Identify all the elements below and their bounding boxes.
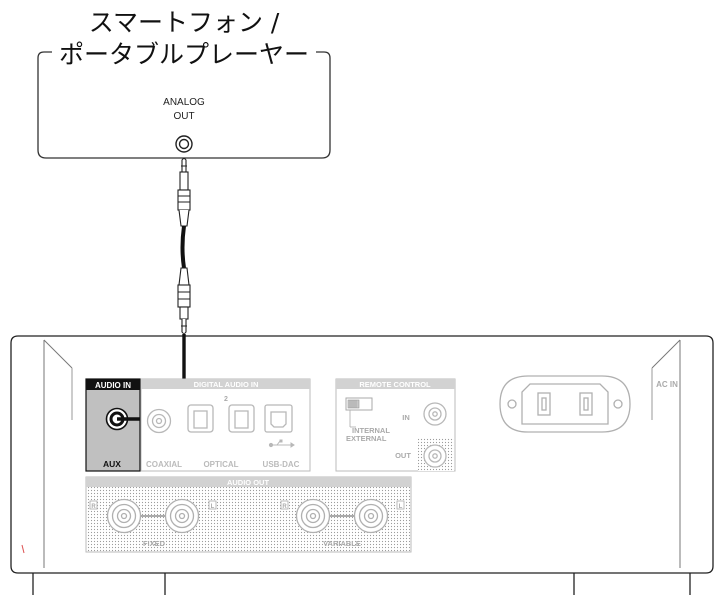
coaxial-jack-icon[interactable] — [146, 408, 172, 434]
coaxial-label: COAXIAL — [146, 460, 182, 469]
audio-out-label: AUDIO OUT — [227, 478, 270, 487]
cable — [180, 225, 186, 269]
device-title-line1: スマートフォン / — [89, 8, 280, 37]
remote-header — [336, 379, 455, 389]
variable-l-jack-icon[interactable] — [353, 498, 389, 534]
remote-out-jack-icon[interactable] — [423, 444, 447, 468]
analog-out-jack-icon[interactable] — [175, 135, 193, 153]
analog-out-label-line1: ANALOG — [163, 97, 205, 108]
analog-out-label-line2: OUT — [173, 111, 194, 122]
device-title-line2: ポータブルプレーヤー — [59, 40, 309, 69]
audio-out-header — [86, 477, 411, 487]
usb-dac-port-icon[interactable] — [264, 404, 293, 433]
remote-in-label: IN — [402, 413, 410, 422]
variable-outputs: R L VARIABLE — [280, 500, 405, 548]
optical-label: OPTICAL — [203, 460, 238, 469]
internal-external-switch[interactable] — [345, 397, 373, 428]
remote-in-jack-icon[interactable] — [423, 402, 447, 426]
variable-label: VARIABLE — [323, 539, 361, 548]
top-plug-icon — [177, 157, 191, 227]
ac-in-label: AC IN — [656, 380, 678, 389]
usb-dac-label: USB-DAC — [263, 460, 300, 469]
external-label: EXTERNAL — [346, 434, 387, 443]
optical-1-port-icon[interactable] — [187, 404, 214, 433]
optical-2-port-icon[interactable] — [228, 404, 255, 433]
fixed-l-label: L — [211, 504, 215, 510]
fixed-label: FIXED — [143, 539, 166, 548]
variable-r-jack-icon[interactable] — [295, 498, 331, 534]
ac-inlet-icon[interactable] — [499, 375, 631, 433]
aux-label: AUX — [103, 459, 121, 469]
optical-2-number: 2 — [224, 396, 228, 403]
digital-header — [141, 379, 310, 389]
fixed-outputs: R L FIXED — [89, 500, 217, 548]
fixed-l-jack-icon[interactable] — [164, 498, 200, 534]
usb-symbol-icon — [268, 439, 295, 448]
digital-audio-in-label: DIGITAL AUDIO IN — [194, 380, 259, 389]
audio-in-header — [86, 379, 140, 390]
remote-control-label: REMOTE CONTROL — [359, 380, 431, 389]
variable-l-label: L — [399, 504, 403, 510]
bottom-plug-icon — [177, 267, 191, 335]
audio-in-label: AUDIO IN — [95, 381, 131, 390]
variable-r-label: R — [282, 504, 287, 510]
chassis-feet — [32, 573, 691, 595]
internal-label: INTERNAL — [352, 426, 390, 435]
remote-out-label: OUT — [395, 451, 411, 460]
fixed-r-label: R — [91, 504, 96, 510]
fixed-r-jack-icon[interactable] — [106, 498, 142, 534]
